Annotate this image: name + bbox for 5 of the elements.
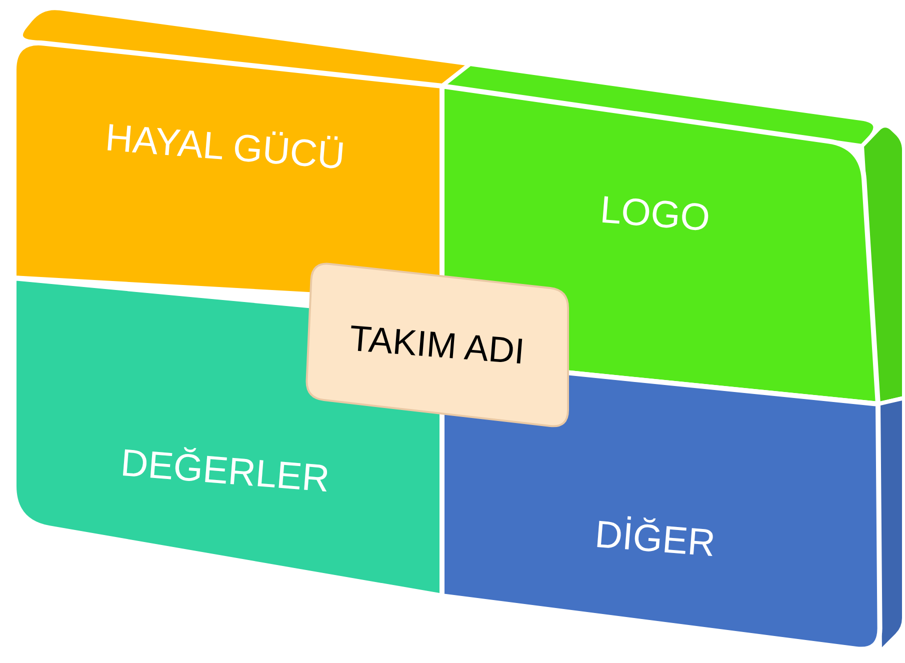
panel-label: HAYAL GÜCÜ xyxy=(104,117,346,179)
panel-label: DİĞER xyxy=(593,514,717,566)
title-label: TAKIM ADI xyxy=(348,317,526,373)
panel-label: LOGO xyxy=(598,189,712,241)
panel-label: DEĞERLER xyxy=(119,442,331,502)
